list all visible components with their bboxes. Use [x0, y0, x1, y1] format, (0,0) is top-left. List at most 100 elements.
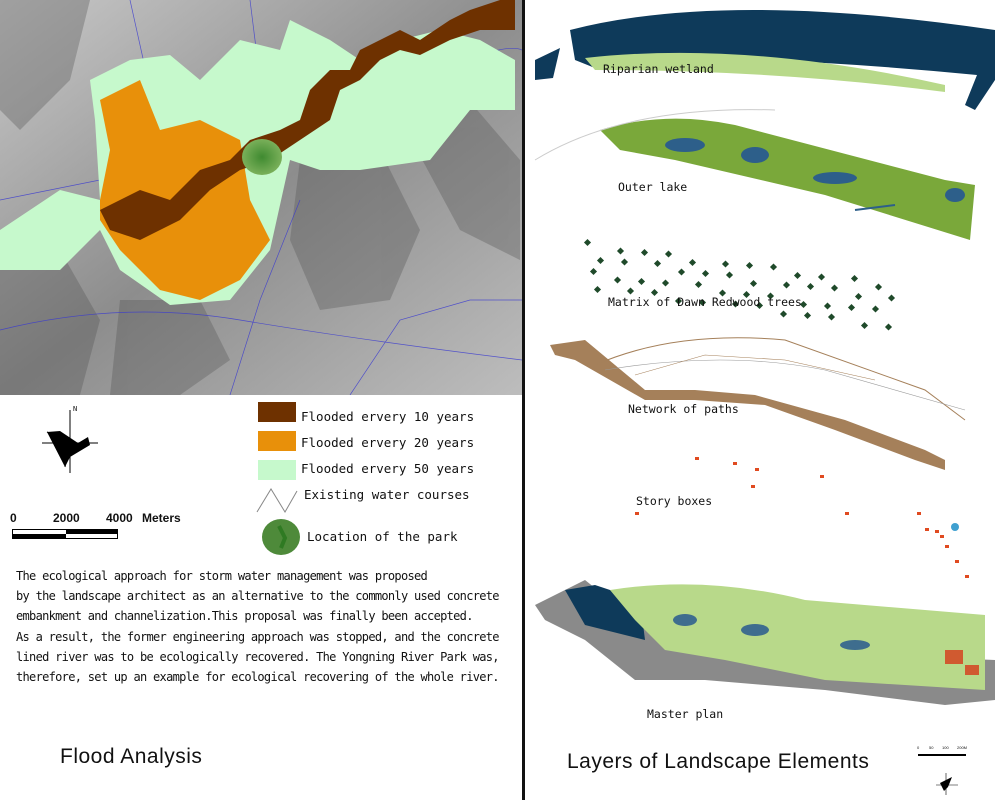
tree-marker: [661, 279, 670, 287]
tree-marker: [793, 271, 802, 280]
story-box: [925, 528, 929, 531]
story-box: [845, 512, 849, 515]
flood-zone-10yr: [100, 0, 515, 240]
tree-marker: [769, 263, 778, 271]
tree-marker: [725, 271, 734, 279]
tree-marker: [698, 298, 707, 307]
scale-tick: 100: [942, 745, 949, 750]
layer-label-paths: Network of paths: [628, 402, 739, 416]
riparian-wetland-layer: [535, 10, 995, 110]
tree-marker: [640, 248, 649, 257]
outer-lake-layer: [534, 109, 975, 240]
tree-marker: [620, 258, 629, 266]
layers-diagram: [534, 10, 995, 705]
story-box: [635, 512, 639, 515]
north-arrow-icon: [936, 773, 958, 795]
tree-marker: [589, 267, 598, 276]
tree-marker: [653, 259, 662, 268]
tree-marker: [755, 301, 764, 310]
tree-marker: [799, 300, 808, 309]
story-box: [935, 530, 939, 533]
story-box-marker: [951, 523, 959, 531]
tree-marker: [637, 277, 646, 286]
tree-marker: [874, 283, 883, 291]
path-network-layer: [550, 337, 966, 470]
north-label: N: [73, 405, 78, 413]
tree-marker: [616, 247, 625, 255]
flood-map: [0, 0, 522, 395]
legend-label: Location of the park: [307, 529, 458, 544]
story-box: [695, 457, 699, 460]
water-course-line-icon: [256, 488, 298, 513]
north-arrow-icon: [42, 410, 98, 473]
park-location-icon: [262, 519, 300, 555]
description-line: The ecological approach for storm water …: [16, 569, 428, 583]
tree-marker: [583, 238, 592, 247]
layer-label-master-plan: Master plan: [647, 707, 724, 721]
scale-tick: 200M: [957, 745, 968, 750]
tree-marker: [688, 258, 697, 267]
story-box: [820, 475, 824, 478]
story-box: [965, 575, 969, 578]
master-plan-layer: [535, 580, 995, 705]
mountain-shading: [0, 0, 520, 395]
tree-marker: [613, 276, 622, 284]
scale-tick: 4000: [106, 511, 133, 525]
scale-bar-graphic: [12, 529, 118, 539]
dawn-redwood-tree-matrix: [583, 238, 896, 331]
tree-marker: [596, 256, 605, 265]
description-line: lined river was to be ecologically recov…: [16, 649, 500, 664]
legend-swatch-50yr: [258, 460, 296, 480]
scale-tick: 2000: [53, 511, 80, 525]
tree-marker: [626, 287, 635, 295]
legend-label: Flooded ervery 20 years: [301, 435, 475, 450]
tree-marker: [884, 323, 893, 331]
description-text: The ecological approach for storm water …: [16, 566, 516, 687]
tree-marker: [803, 311, 812, 320]
tree-marker: [674, 297, 683, 305]
tree-marker: [850, 274, 859, 283]
tree-marker: [745, 261, 754, 270]
tree-marker: [731, 300, 740, 308]
tree-marker: [854, 292, 863, 301]
description-line: by the landscape architect as an alterna…: [16, 589, 500, 604]
tree-marker: [860, 321, 869, 330]
tree-marker: [806, 282, 815, 291]
tree-marker: [694, 280, 703, 289]
flood-analysis-panel: N 0 2000 4000 Meters Flooded ervery 10 y…: [0, 0, 522, 768]
tree-marker: [782, 281, 791, 289]
tree-marker: [664, 250, 673, 258]
panel-title: Flood Analysis: [60, 745, 203, 768]
layer-label-tree-matrix: Matrix of Dawn Redwood trees: [608, 295, 802, 309]
panel-title: Layers of Landscape Elements: [567, 750, 870, 773]
legend-swatch-20yr: [258, 431, 296, 451]
park-location: [242, 139, 282, 175]
tree-marker: [827, 313, 836, 321]
tree-marker: [766, 292, 775, 300]
story-box: [917, 512, 921, 515]
tree-marker: [718, 289, 727, 297]
legend-label: Flooded ervery 10 years: [301, 409, 475, 424]
description-line: therefore, set up an example for ecologi…: [16, 670, 500, 685]
scale-tick: 0: [10, 511, 17, 525]
legend-label: Existing water courses: [304, 487, 470, 502]
layer-label-riparian-wetland: Riparian wetland: [603, 62, 714, 76]
tree-marker: [650, 288, 659, 297]
tree-marker: [749, 279, 758, 288]
layer-label-story-boxes: Story boxes: [636, 494, 713, 508]
legend-label: Flooded ervery 50 years: [301, 461, 475, 476]
tree-marker: [847, 303, 856, 312]
tree-marker: [742, 290, 751, 299]
tree-marker: [779, 310, 788, 318]
description-line: embankment and channelization.This propo…: [16, 609, 473, 624]
scale-tick: 0: [917, 745, 920, 750]
story-box: [755, 468, 759, 471]
story-box: [945, 545, 949, 548]
tree-marker: [701, 269, 710, 278]
tree-marker: [817, 273, 826, 281]
scale-unit: Meters: [142, 511, 181, 525]
tree-marker: [823, 302, 832, 310]
story-box: [733, 462, 737, 465]
legend-swatch-10yr: [258, 402, 296, 422]
layers-panel: Riparian wetland Outer lake Matrix of Da…: [525, 0, 1000, 800]
